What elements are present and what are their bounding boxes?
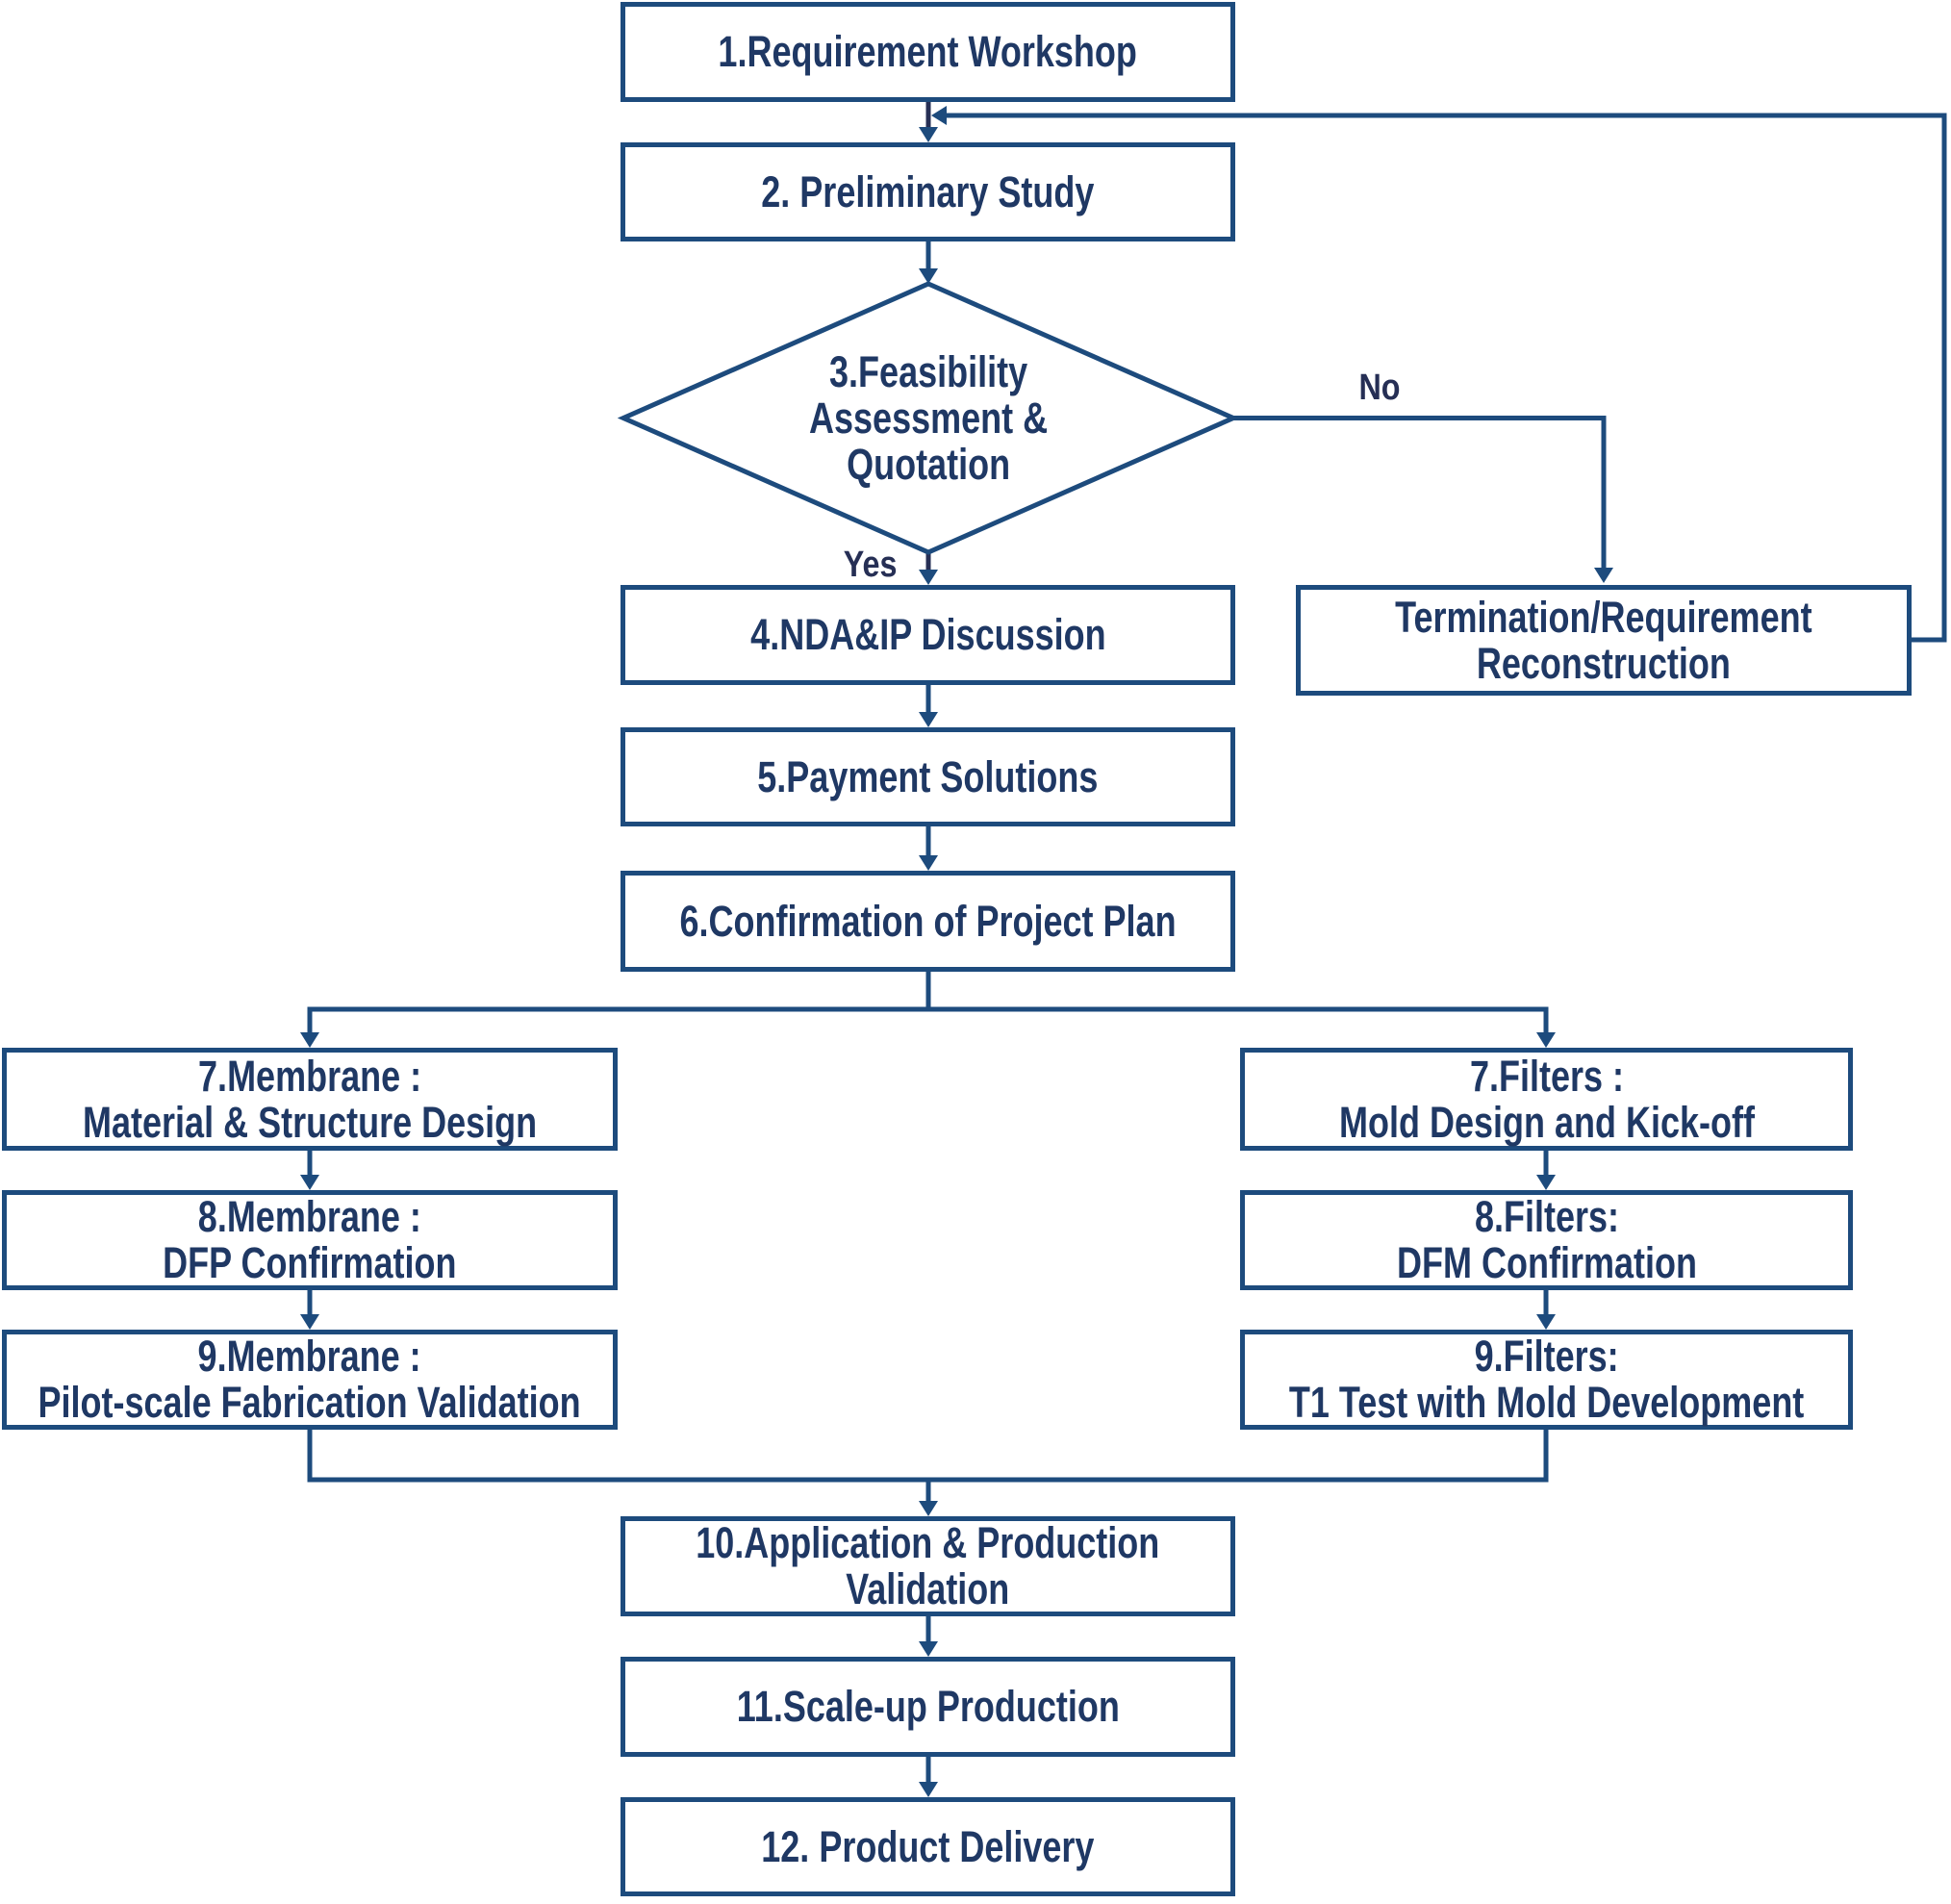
arrowhead-into-payment bbox=[919, 712, 938, 727]
node-delivery-label: 12. Product Delivery bbox=[761, 1821, 1095, 1871]
label-line: Reconstruction bbox=[1476, 638, 1732, 688]
arrowhead-into-application bbox=[919, 1501, 938, 1516]
label-line: 10.Application & Production bbox=[696, 1518, 1160, 1567]
arrowhead-into-membrane-pilot bbox=[300, 1314, 319, 1330]
node-confirmation-label: 6.Confirmation of Project Plan bbox=[679, 896, 1177, 946]
arrowhead-into-scaleup bbox=[919, 1641, 938, 1657]
node-nda-ip-discussion-label: 4.NDA&IP Discussion bbox=[750, 612, 1105, 658]
label-line: 7.Membrane : bbox=[197, 1051, 422, 1101]
label-line: Termination/Requirement bbox=[1395, 592, 1812, 642]
node-membrane-pilot-scale-fabrication-validation: 9.Membrane : Pilot-scale Fabrication Val… bbox=[2, 1330, 618, 1430]
label-line: 2. Preliminary Study bbox=[761, 166, 1095, 216]
arrowhead-into-filters-t1 bbox=[1536, 1314, 1556, 1330]
arrowhead-feedback-left bbox=[931, 106, 947, 125]
node-confirmation-of-project-plan: 6.Confirmation of Project Plan bbox=[621, 871, 1235, 972]
label-line: 8.Membrane : bbox=[197, 1192, 422, 1241]
label-line: 1.Requirement Workshop bbox=[718, 27, 1138, 76]
arrowhead-into-preliminary bbox=[919, 127, 938, 142]
node-scale-up-production: 11.Scale-up Production bbox=[621, 1657, 1235, 1757]
node-membrane-design-label: 7.Membrane : Material & Structure Design bbox=[82, 1051, 538, 1147]
label-line: Material & Structure Design bbox=[82, 1097, 538, 1147]
label-line: 5.Payment Solutions bbox=[757, 751, 1099, 801]
arrowhead-into-feasibility bbox=[919, 268, 938, 284]
node-filters-mold-label: 7.Filters : Mold Design and Kick-off bbox=[1338, 1051, 1755, 1147]
arrowhead-into-nda bbox=[919, 570, 938, 585]
node-termination-label: Termination/Requirement Reconstruction bbox=[1395, 592, 1812, 688]
label-line: 3.Feasibility bbox=[828, 346, 1028, 396]
node-membrane-pilot-label: 9.Membrane : Pilot-scale Fabrication Val… bbox=[38, 1333, 581, 1426]
node-requirement-workshop: 1.Requirement Workshop bbox=[621, 2, 1235, 102]
arrowhead-into-filters-dfm bbox=[1536, 1175, 1556, 1190]
edge-termination-feedback bbox=[946, 113, 1947, 643]
node-filters-dfm-confirmation: 8.Filters: DFM Confirmation bbox=[1240, 1190, 1853, 1290]
arrowhead-into-filters-mold bbox=[1536, 1032, 1556, 1048]
arrowhead-into-confirmation bbox=[919, 855, 938, 871]
label-line: 9.Membrane : bbox=[197, 1332, 422, 1381]
node-requirement-workshop-label: 1.Requirement Workshop bbox=[719, 29, 1137, 75]
node-membrane-dfp-confirmation: 8.Membrane : DFP Confirmation bbox=[2, 1190, 618, 1290]
label-line: Validation bbox=[846, 1564, 1010, 1613]
label-line: 4.NDA&IP Discussion bbox=[749, 610, 1106, 659]
node-filters-mold-design-kick-off: 7.Filters : Mold Design and Kick-off bbox=[1240, 1048, 1853, 1151]
node-preliminary-study: 2. Preliminary Study bbox=[621, 142, 1235, 241]
label-line: Assessment & bbox=[808, 393, 1049, 443]
label-line: Pilot-scale Fabrication Validation bbox=[38, 1378, 582, 1427]
node-payment-solutions: 5.Payment Solutions bbox=[621, 727, 1235, 826]
label-line: 11.Scale-up Production bbox=[736, 1682, 1120, 1731]
label-line: 12. Product Delivery bbox=[761, 1821, 1095, 1871]
node-application-production-validation: 10.Application & Production Validation bbox=[621, 1516, 1235, 1616]
arrowhead-into-delivery bbox=[919, 1782, 938, 1797]
arrowhead-into-membrane-design bbox=[300, 1032, 319, 1048]
arrowhead-into-termination bbox=[1594, 568, 1613, 583]
node-filters-dfm-label: 8.Filters: DFM Confirmation bbox=[1397, 1194, 1697, 1286]
arrowhead-into-membrane-dfp bbox=[300, 1175, 319, 1190]
node-product-delivery: 12. Product Delivery bbox=[621, 1797, 1235, 1896]
edge-no-branch bbox=[1233, 416, 1607, 570]
label-line: 9.Filters: bbox=[1474, 1332, 1619, 1381]
node-application-label: 10.Application & Production Validation bbox=[696, 1520, 1159, 1612]
edge-merge-bar bbox=[307, 1430, 1549, 1483]
node-payment-solutions-label: 5.Payment Solutions bbox=[757, 751, 1099, 801]
node-scaleup-label: 11.Scale-up Production bbox=[736, 1684, 1119, 1730]
label-line: Mold Design and Kick-off bbox=[1338, 1097, 1755, 1147]
node-nda-ip-discussion: 4.NDA&IP Discussion bbox=[621, 585, 1235, 685]
no-text: No bbox=[1358, 368, 1401, 408]
node-membrane-dfp-label: 8.Membrane : DFP Confirmation bbox=[163, 1194, 456, 1286]
edge-label-no: No bbox=[1339, 369, 1421, 406]
decision-diamond bbox=[617, 281, 1240, 555]
label-line: Quotation bbox=[847, 439, 1010, 489]
edge-label-yes: Yes bbox=[816, 546, 898, 583]
node-feasibility-assessment-label: 3.Feasibility Assessment & Quotation bbox=[808, 346, 1049, 489]
label-line: 8.Filters: bbox=[1474, 1192, 1619, 1241]
node-filters-t1-test-mold-development: 9.Filters: T1 Test with Mold Development bbox=[1240, 1330, 1853, 1430]
node-preliminary-study-label: 2. Preliminary Study bbox=[761, 166, 1095, 216]
node-filters-t1-label: 9.Filters: T1 Test with Mold Development bbox=[1289, 1333, 1804, 1426]
label-line: T1 Test with Mold Development bbox=[1288, 1378, 1805, 1427]
label-line: 6.Confirmation of Project Plan bbox=[679, 896, 1177, 946]
node-membrane-material-structure-design: 7.Membrane : Material & Structure Design bbox=[2, 1048, 618, 1151]
label-line: 7.Filters : bbox=[1469, 1051, 1624, 1101]
label-line: DFM Confirmation bbox=[1396, 1238, 1697, 1287]
edge-split-bar bbox=[307, 1006, 1549, 1034]
node-termination-requirement-reconstruction: Termination/Requirement Reconstruction bbox=[1296, 585, 1912, 696]
label-line: DFP Confirmation bbox=[163, 1238, 457, 1287]
yes-text: Yes bbox=[843, 545, 898, 585]
node-feasibility-assessment: 3.Feasibility Assessment & Quotation bbox=[623, 284, 1233, 552]
